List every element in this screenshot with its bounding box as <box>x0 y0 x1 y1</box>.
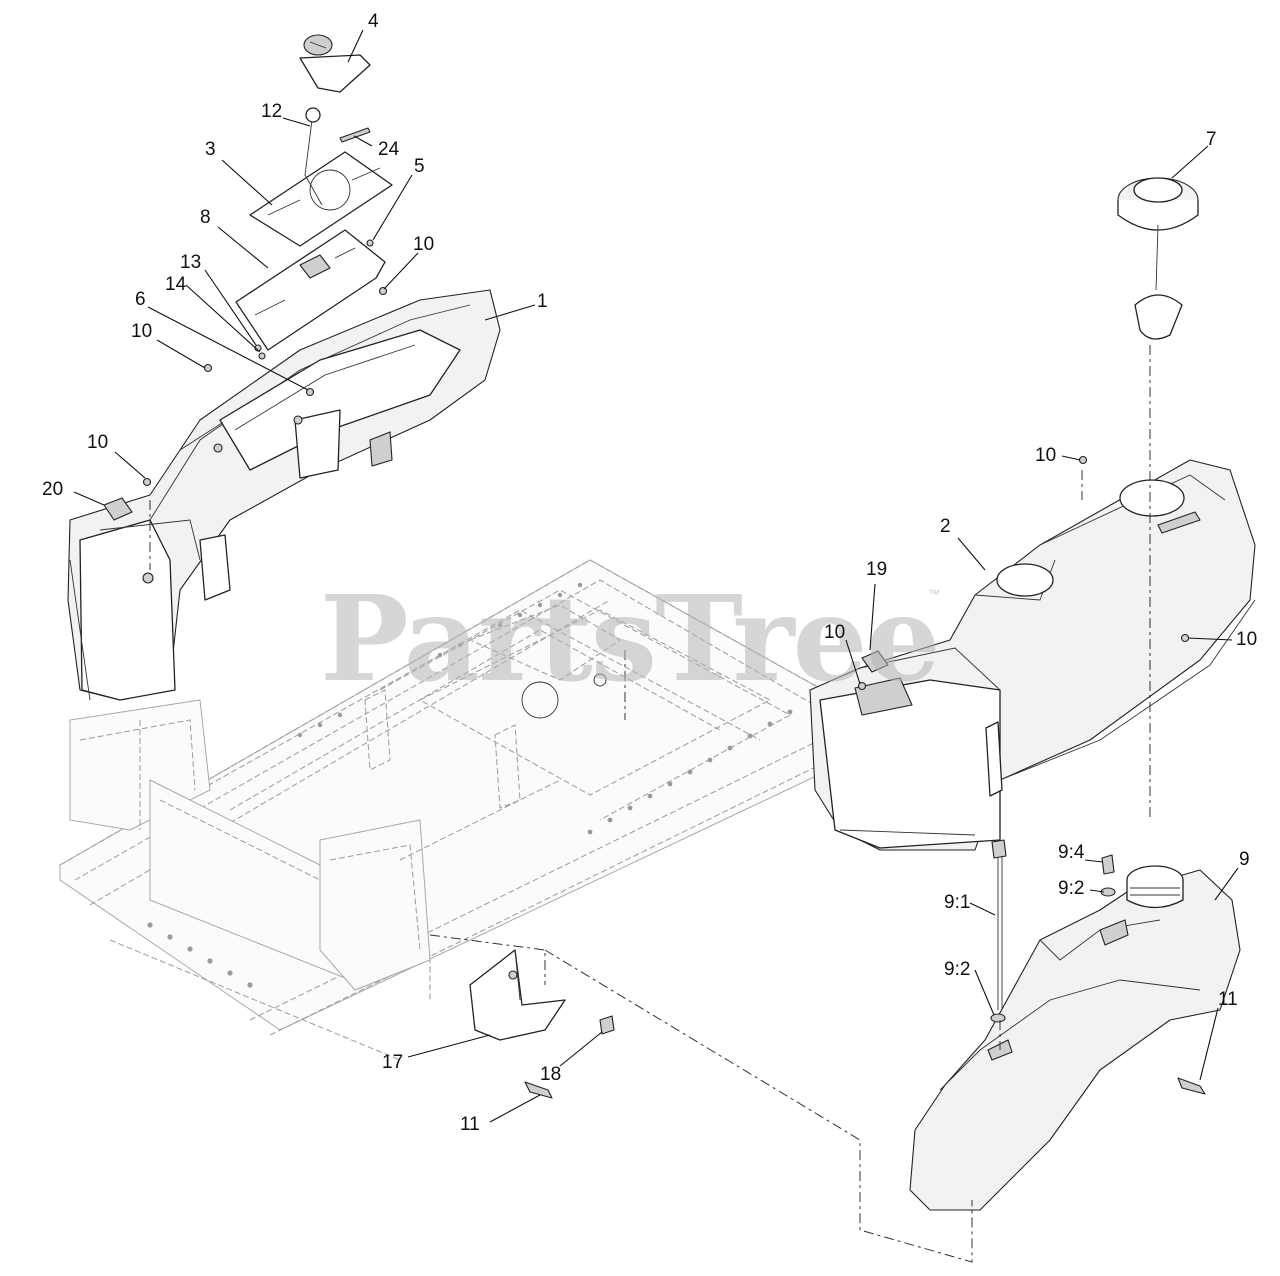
fuel-tank-9-part <box>909 865 1241 1211</box>
clip-11-right-part <box>1177 1077 1206 1095</box>
callout-6: 6 <box>135 289 146 310</box>
hardware-5-13-14-6-parts <box>254 239 374 397</box>
callout-9-1: 9:1 <box>944 892 970 913</box>
callout-5: 5 <box>414 156 425 177</box>
watermark-trademark: ™ <box>928 587 940 601</box>
callout-11-right: 11 <box>1218 989 1238 1010</box>
callout-labels: 4 12 24 3 5 8 10 1 13 14 6 10 10 20 7 10… <box>42 11 1257 1135</box>
callout-10-left: 10 <box>87 432 108 453</box>
callout-leaders <box>73 29 1239 1123</box>
callout-3: 3 <box>205 139 216 160</box>
callout-10-mid: 10 <box>131 321 152 342</box>
callout-12: 12 <box>261 101 282 122</box>
callout-2: 2 <box>940 516 951 537</box>
frame-holes <box>147 582 793 988</box>
knob-4-part <box>299 34 371 93</box>
fitting-9-4-part <box>1101 854 1115 875</box>
chassis-frame <box>59 559 851 1061</box>
gas-cap-7-part <box>1117 177 1199 340</box>
callout-1: 1 <box>537 291 548 312</box>
decal-24-part <box>339 127 371 143</box>
panel-8-part <box>235 229 386 351</box>
assembly-lines <box>149 345 1151 1263</box>
callout-13: 13 <box>180 252 201 273</box>
callout-7: 7 <box>1206 129 1217 150</box>
callout-19: 19 <box>866 559 887 580</box>
callout-18: 18 <box>540 1064 561 1085</box>
fuel-line-9-1-part <box>991 839 1007 1010</box>
right-console <box>809 459 1256 851</box>
callout-9-2-top: 9:2 <box>1058 878 1084 899</box>
decal-3-part <box>249 151 393 247</box>
callout-9-2-bottom: 9:2 <box>944 959 970 980</box>
callout-10-right: 10 <box>1236 629 1257 650</box>
callout-10-right-mid: 10 <box>824 622 845 643</box>
callout-20: 20 <box>42 479 63 500</box>
callout-24: 24 <box>378 139 400 160</box>
callout-10-top: 10 <box>413 234 434 255</box>
callout-10-right-top: 10 <box>1035 445 1056 466</box>
decal-20-part <box>103 497 133 521</box>
callout-9: 9 <box>1239 849 1250 870</box>
bolt-10-left-part <box>142 286 388 487</box>
callout-8: 8 <box>200 207 211 228</box>
bolt-10-right-part <box>857 455 1190 691</box>
callout-11-left: 11 <box>460 1114 480 1135</box>
callout-14: 14 <box>165 274 187 295</box>
left-console-fender <box>67 289 501 701</box>
bracket-17-part <box>469 949 566 1041</box>
callout-17: 17 <box>382 1052 403 1073</box>
bolt-18-part <box>599 1015 615 1035</box>
callout-4: 4 <box>368 11 379 32</box>
shift-rod-12-part <box>304 107 323 206</box>
grommet-9-2-parts <box>990 887 1116 1023</box>
watermark-text: PartsTree <box>320 569 939 708</box>
callout-9-4: 9:4 <box>1058 842 1085 863</box>
decal-19-part <box>861 650 889 673</box>
clip-11-left-part <box>524 1081 553 1099</box>
